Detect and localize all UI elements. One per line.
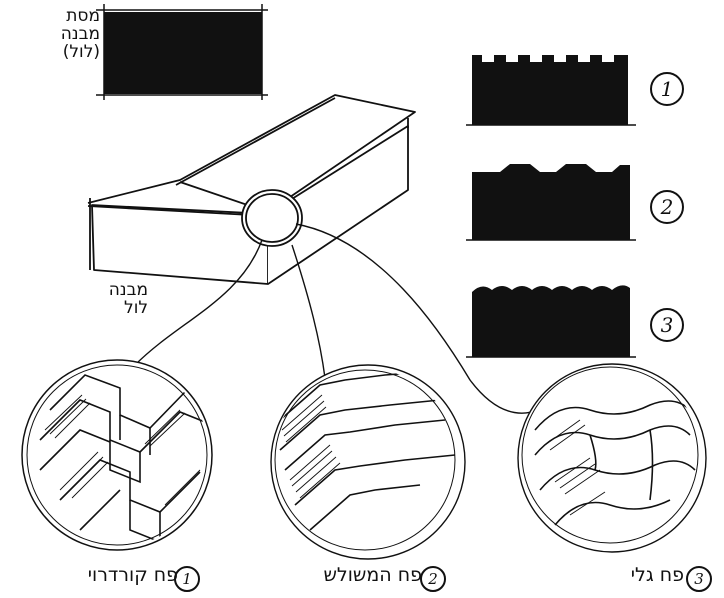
profile-2-trapezoidal — [466, 164, 636, 241]
top-left-label: מסת מבנה (לול) — [44, 6, 100, 62]
detail-number-2: 2 — [420, 566, 446, 592]
detail-circle-2 — [270, 364, 466, 560]
top-left-label-line3: (לול) — [62, 41, 100, 62]
detail-caption-1-text: פח קורדרוי — [87, 564, 178, 586]
profile-number-3: 3 — [650, 308, 684, 342]
poultry-building-sketch — [87, 94, 416, 285]
profile-1-square — [466, 55, 636, 126]
profile-number-2: 2 — [650, 190, 684, 224]
detail-caption-2-text: פח המשולש — [323, 564, 422, 586]
profile-3-wave — [466, 285, 636, 358]
detail-number-1: 1 — [174, 566, 200, 592]
leader-lines — [134, 223, 556, 414]
top-left-label-line1: מסת — [66, 6, 100, 26]
profile-number-1: 1 — [650, 72, 684, 106]
detail-circle-1 — [21, 359, 213, 551]
detail-caption-3: פח גלי — [590, 564, 684, 586]
detail-circle-3 — [517, 363, 707, 553]
building-label-line1: מבנה — [108, 280, 148, 300]
building-label-line2: לול — [124, 297, 148, 318]
building-label: מבנה לול — [92, 280, 148, 318]
top-left-block — [96, 4, 268, 100]
top-left-label-line2: מבנה — [60, 23, 100, 44]
detail-caption-3-text: פח גלי — [630, 564, 684, 586]
detail-caption-2: פח המשולש — [282, 564, 422, 586]
detail-number-3: 3 — [686, 566, 712, 592]
detail-caption-1: פח קורדרוי — [8, 564, 178, 586]
